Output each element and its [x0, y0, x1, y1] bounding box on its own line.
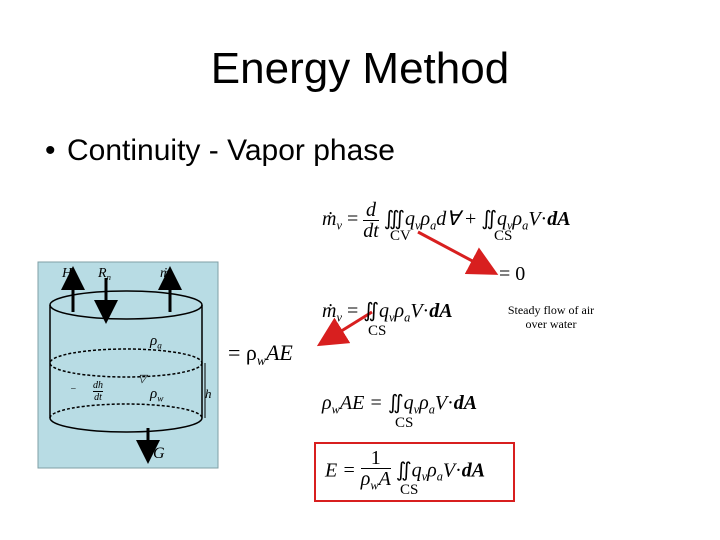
eq3-CS: CS [395, 415, 414, 431]
label-h: h [205, 386, 212, 401]
cylinder [49, 290, 203, 433]
eq1-CV: CV [390, 228, 411, 244]
label-minus: − [70, 384, 77, 395]
steady-flow-note: Steady flow of air over water [507, 303, 595, 331]
equation-4: E = 1 ρwA ∬qvρaV·dA [325, 447, 486, 493]
equation-3: ρwAE = ∬qvρaV·dA [322, 392, 478, 417]
label-mv: ṁv [160, 266, 174, 283]
bullet-dot: • [45, 134, 56, 167]
label-rho-w: ρw [150, 386, 164, 405]
diagram-background [37, 261, 219, 469]
label-dh-dt: dh dt [93, 380, 103, 403]
eq4-CS: CS [400, 482, 419, 498]
label-Hs: Hs [62, 266, 76, 283]
red-arrow-to-rhoAE [316, 310, 373, 347]
water-symbol: ▽ [138, 373, 147, 385]
bullet-continuity: • Continuity - Vapor phase [45, 134, 395, 168]
result-box [314, 442, 515, 502]
label-G: G [153, 445, 165, 462]
equation-2: ṁv = ∬qvρaV·dA [322, 300, 453, 325]
equals-zero: = 0 [499, 263, 526, 285]
eq2-CS: CS [368, 323, 387, 339]
label-Rn: Rn [98, 266, 111, 283]
red-arrow-to-zero [417, 230, 499, 275]
equation-1: ṁv = d dt ∭qvρad∀ + ∬qvρaV·dA [322, 199, 571, 242]
slide-title: Energy Method [210, 44, 510, 93]
equation-rhoAE: = ρwAE [228, 340, 293, 368]
bullet-text: Continuity - Vapor phase [67, 134, 395, 167]
label-rho-a: ρa [150, 333, 162, 352]
eq1-CS: CS [494, 228, 513, 244]
